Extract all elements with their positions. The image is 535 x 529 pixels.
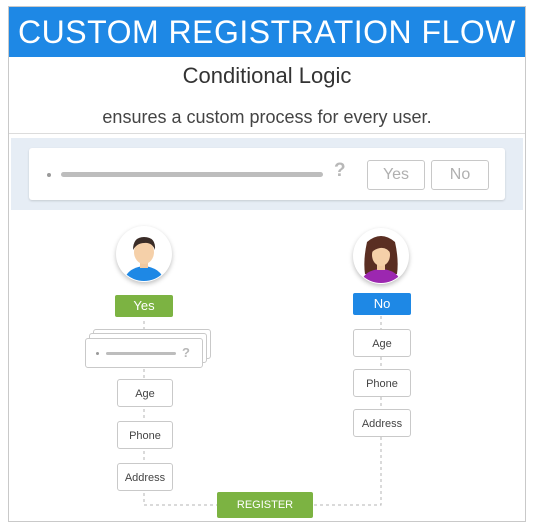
question-placeholder-line [61, 172, 323, 177]
yes-tag: Yes [115, 295, 173, 317]
question-mark: ? [334, 160, 346, 181]
connector-right-to-register [313, 437, 382, 506]
mini-bullet-dot [96, 352, 99, 355]
female-avatar [353, 228, 409, 284]
subtitle: Conditional Logic [182, 63, 352, 88]
male-user-icon [117, 227, 171, 281]
divider [9, 133, 525, 134]
no-tag: No [353, 293, 411, 315]
male-avatar [116, 226, 172, 282]
connector-left-to-register [143, 493, 217, 506]
register-button[interactable]: REGISTER [217, 492, 313, 518]
question-panel: ? Yes No [11, 138, 523, 210]
question-card-mini: ? [85, 338, 203, 368]
right-field-phone: Phone [353, 369, 411, 397]
diagram-frame: CUSTOM REGISTRATION FLOW Conditional Log… [8, 6, 526, 522]
tagline: ensures a custom process for every user. [102, 107, 432, 127]
banner-title: CUSTOM REGISTRATION FLOW [9, 7, 525, 57]
right-field-age: Age [353, 329, 411, 357]
left-field-phone: Phone [117, 421, 173, 449]
bullet-dot [47, 173, 51, 177]
question-card: ? Yes No [29, 148, 505, 200]
left-field-address: Address [117, 463, 173, 491]
left-field-age: Age [117, 379, 173, 407]
mini-placeholder-line [106, 352, 176, 355]
female-user-icon [354, 229, 408, 283]
yes-button[interactable]: Yes [367, 160, 425, 190]
connector-lines [143, 316, 382, 506]
right-field-address: Address [353, 409, 411, 437]
mini-question-mark: ? [182, 345, 190, 360]
no-button[interactable]: No [431, 160, 489, 190]
